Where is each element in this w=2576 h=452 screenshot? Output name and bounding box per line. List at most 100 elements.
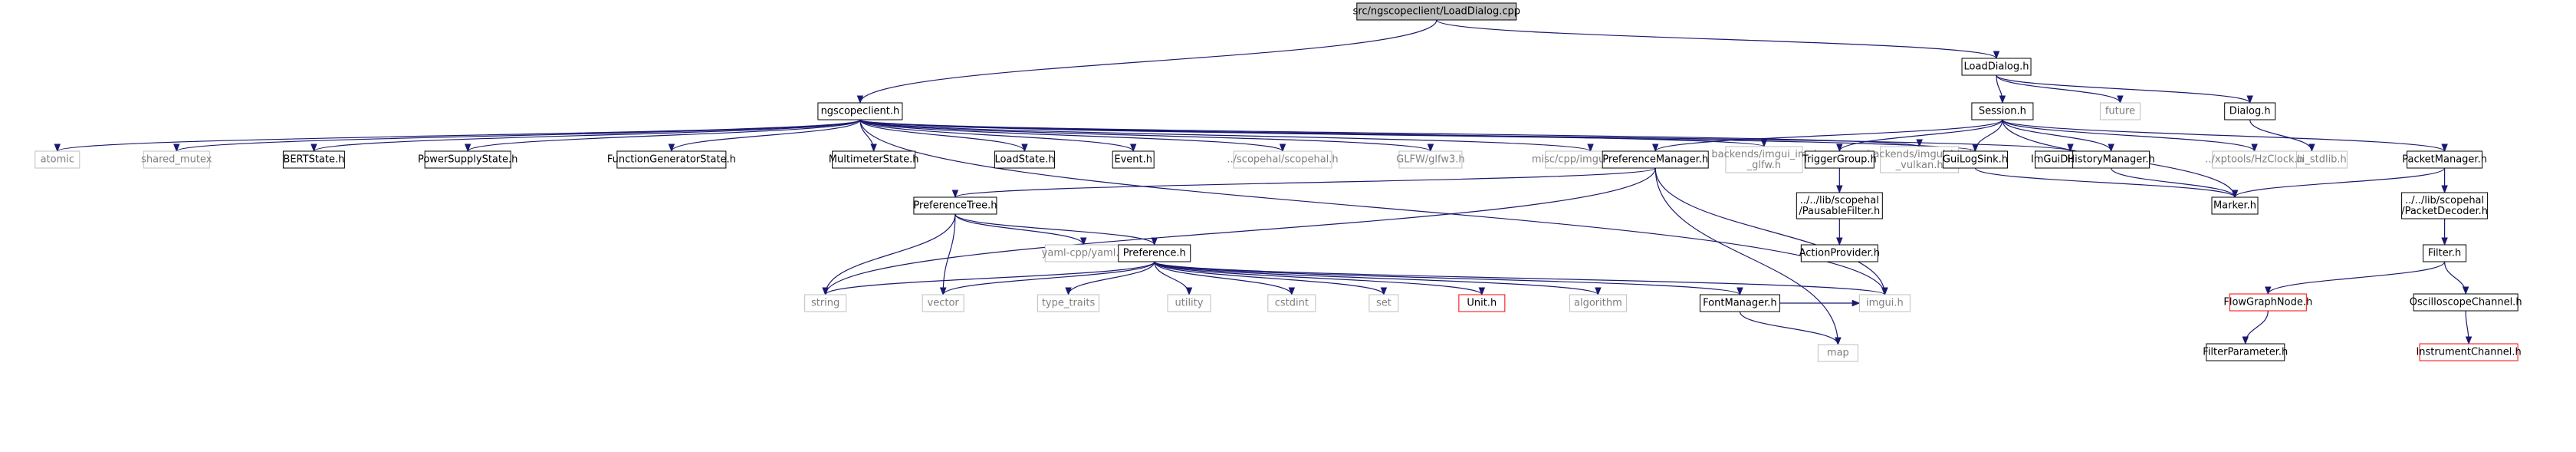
node-box-glfw	[1398, 150, 1463, 169]
node-funcgen[interactable]: FunctionGeneratorState.h	[607, 150, 736, 169]
node-box-bertstate	[282, 150, 345, 169]
edge-ngscopeclient-to-imgui	[859, 119, 1888, 296]
node-box-cstdint	[1267, 294, 1316, 312]
node-box-filter	[2423, 244, 2467, 262]
node-label-glfw: GLFW/glfw3.h	[1396, 154, 1465, 166]
node-box-string	[804, 294, 847, 312]
node-box-shared_mutex	[143, 150, 210, 169]
node-guilogsink[interactable]: GuiLogSink.h	[1943, 150, 2008, 169]
node-label-instrumentchannel: InstrumentChannel.h	[2416, 347, 2521, 358]
nodes-layer: src/ngscopeclient/LoadDialog.cpp ngscopec…	[34, 2, 2522, 362]
node-hzclock: ../xptools/HzClock.h	[2205, 150, 2304, 169]
node-algorithm: algorithm	[1569, 294, 1627, 312]
node-fontmanager[interactable]: FontManager.h	[1699, 294, 1780, 312]
node-bertstate[interactable]: BERTState.h	[282, 150, 345, 169]
node-shared_mutex: shared_mutex	[141, 150, 212, 169]
edge-preference-to-fontmanager	[1154, 261, 1743, 296]
node-box-backends_glfw	[1725, 146, 1803, 173]
node-triggergroup[interactable]: TriggerGroup.h	[1802, 150, 1877, 169]
node-box-dialog	[2224, 102, 2276, 120]
node-label-filterparameter: FilterParameter.h	[2203, 347, 2288, 358]
node-historymanager[interactable]: HistoryManager.h	[2067, 150, 2155, 169]
node-loadstate[interactable]: LoadState.h	[994, 150, 1055, 169]
node-box-powersupply	[424, 150, 511, 169]
node-label-fontmanager: FontManager.h	[1703, 298, 1776, 309]
node-dialog[interactable]: Dialog.h	[2224, 102, 2276, 120]
node-box-loaddialog	[1961, 58, 2032, 76]
edge-fontmanager-to-map	[1739, 311, 1842, 346]
node-filter[interactable]: Filter.h	[2423, 244, 2467, 262]
node-imgui: imgui.h	[1858, 294, 1911, 312]
node-label-powersupply: PowerSupplyState.h	[418, 154, 518, 166]
node-label-packetdecoder: ../../lib/scopehal/PacketDecoder.h	[2401, 195, 2488, 217]
node-session[interactable]: Session.h	[1971, 102, 2034, 120]
node-box-type_traits	[1037, 294, 1100, 312]
edge-ngscopeclient-to-scopehal	[859, 119, 1286, 153]
edge-ngscopeclient-to-funcgen	[668, 119, 861, 153]
edge-session-to-historymanager	[2002, 119, 2114, 153]
node-label-scopehal: ../scopehal/scopehal.h	[1227, 154, 1338, 166]
node-utility: utility	[1167, 294, 1211, 312]
node-label-bertstate: BERTState.h	[283, 154, 344, 166]
node-box-actionprovider	[1800, 244, 1878, 262]
node-box-utility	[1167, 294, 1211, 312]
node-box-ngscopeclient	[817, 102, 903, 120]
node-pausablefilter[interactable]: ../../lib/scopehal/PausableFilter.h	[1796, 192, 1883, 219]
node-flowgraphnode[interactable]: FlowGraphNode.h	[2223, 293, 2312, 312]
edge-guilogsink-to-marker	[1974, 167, 2239, 199]
node-preference[interactable]: Preference.h	[1118, 244, 1191, 262]
node-label-root: src/ngscopeclient/LoadDialog.cpp	[1353, 6, 1520, 18]
node-root[interactable]: src/ngscopeclient/LoadDialog.cpp	[1353, 2, 1520, 21]
node-multimeter[interactable]: MultimeterState.h	[829, 150, 919, 169]
node-label-shared_mutex: shared_mutex	[141, 154, 212, 166]
node-label-guilogsink: GuiLogSink.h	[1943, 154, 2008, 166]
node-instrumentchannel[interactable]: InstrumentChannel.h	[2416, 343, 2522, 361]
node-future: future	[2099, 102, 2141, 120]
node-preferencetree[interactable]: PreferenceTree.h	[913, 196, 997, 215]
node-filterparameter[interactable]: FilterParameter.h	[2203, 343, 2288, 361]
edge-filter-to-oscchannel	[2444, 261, 2469, 295]
edge-dialog-to-imgui_stdlib	[2249, 119, 2315, 153]
edge-preference-to-utility	[1154, 261, 1193, 296]
node-box-event	[1112, 150, 1155, 169]
node-box-filterparameter	[2206, 343, 2285, 361]
node-box-preference	[1118, 244, 1191, 262]
node-type_traits: type_traits	[1037, 294, 1100, 312]
node-event[interactable]: Event.h	[1112, 150, 1155, 169]
edge-preference-to-algorithm	[1154, 261, 1602, 296]
edge-ngscopeclient-to-powersupply	[465, 119, 861, 153]
edge-root-to-loaddialog	[1436, 19, 2000, 60]
node-oscchannel[interactable]: OscilloscopeChannel.h	[2410, 293, 2522, 312]
node-packetdecoder[interactable]: ../../lib/scopehal/PacketDecoder.h	[2401, 192, 2489, 219]
node-ngscopeclient[interactable]: ngscopeclient.h	[817, 102, 903, 120]
node-box-marker	[2211, 196, 2259, 215]
node-preferencemanager[interactable]: PreferenceManager.h	[1602, 150, 1709, 169]
node-cstdint: cstdint	[1267, 294, 1316, 312]
node-label-historymanager: HistoryManager.h	[2067, 154, 2154, 166]
edge-ngscopeclient-to-loadstate	[859, 119, 1028, 153]
node-box-algorithm	[1569, 294, 1627, 312]
node-powersupply[interactable]: PowerSupplyState.h	[418, 150, 518, 169]
node-box-vector	[922, 294, 964, 312]
node-label-hzclock: ../xptools/HzClock.h	[2205, 154, 2304, 166]
node-box-packetmanager	[2407, 150, 2483, 169]
edge-preferencetree-to-vector	[939, 213, 956, 296]
node-label-packetmanager: PacketManager.h	[2402, 154, 2487, 166]
node-marker[interactable]: Marker.h	[2211, 196, 2259, 215]
node-label-dialog: Dialog.h	[2229, 106, 2271, 117]
node-map: map	[1817, 344, 1858, 362]
edge-ngscopeclient-to-event	[859, 119, 1137, 153]
node-box-flowgraphnode	[2229, 293, 2307, 312]
edges-layer	[54, 19, 2472, 346]
node-loaddialog[interactable]: LoadDialog.h	[1961, 58, 2032, 76]
edge-filter-to-flowgraphnode	[2265, 261, 2446, 295]
node-packetmanager[interactable]: PacketManager.h	[2402, 150, 2487, 169]
node-label-filter: Filter.h	[2428, 248, 2461, 259]
edge-preferencemanager-to-string	[822, 167, 1656, 296]
node-actionprovider[interactable]: ActionProvider.h	[1799, 244, 1880, 262]
node-box-packetdecoder	[2401, 192, 2489, 219]
node-box-pausablefilter	[1796, 192, 1883, 219]
node-label-preferencemanager: PreferenceManager.h	[1602, 154, 1708, 166]
node-unit[interactable]: Unit.h	[1458, 294, 1506, 312]
